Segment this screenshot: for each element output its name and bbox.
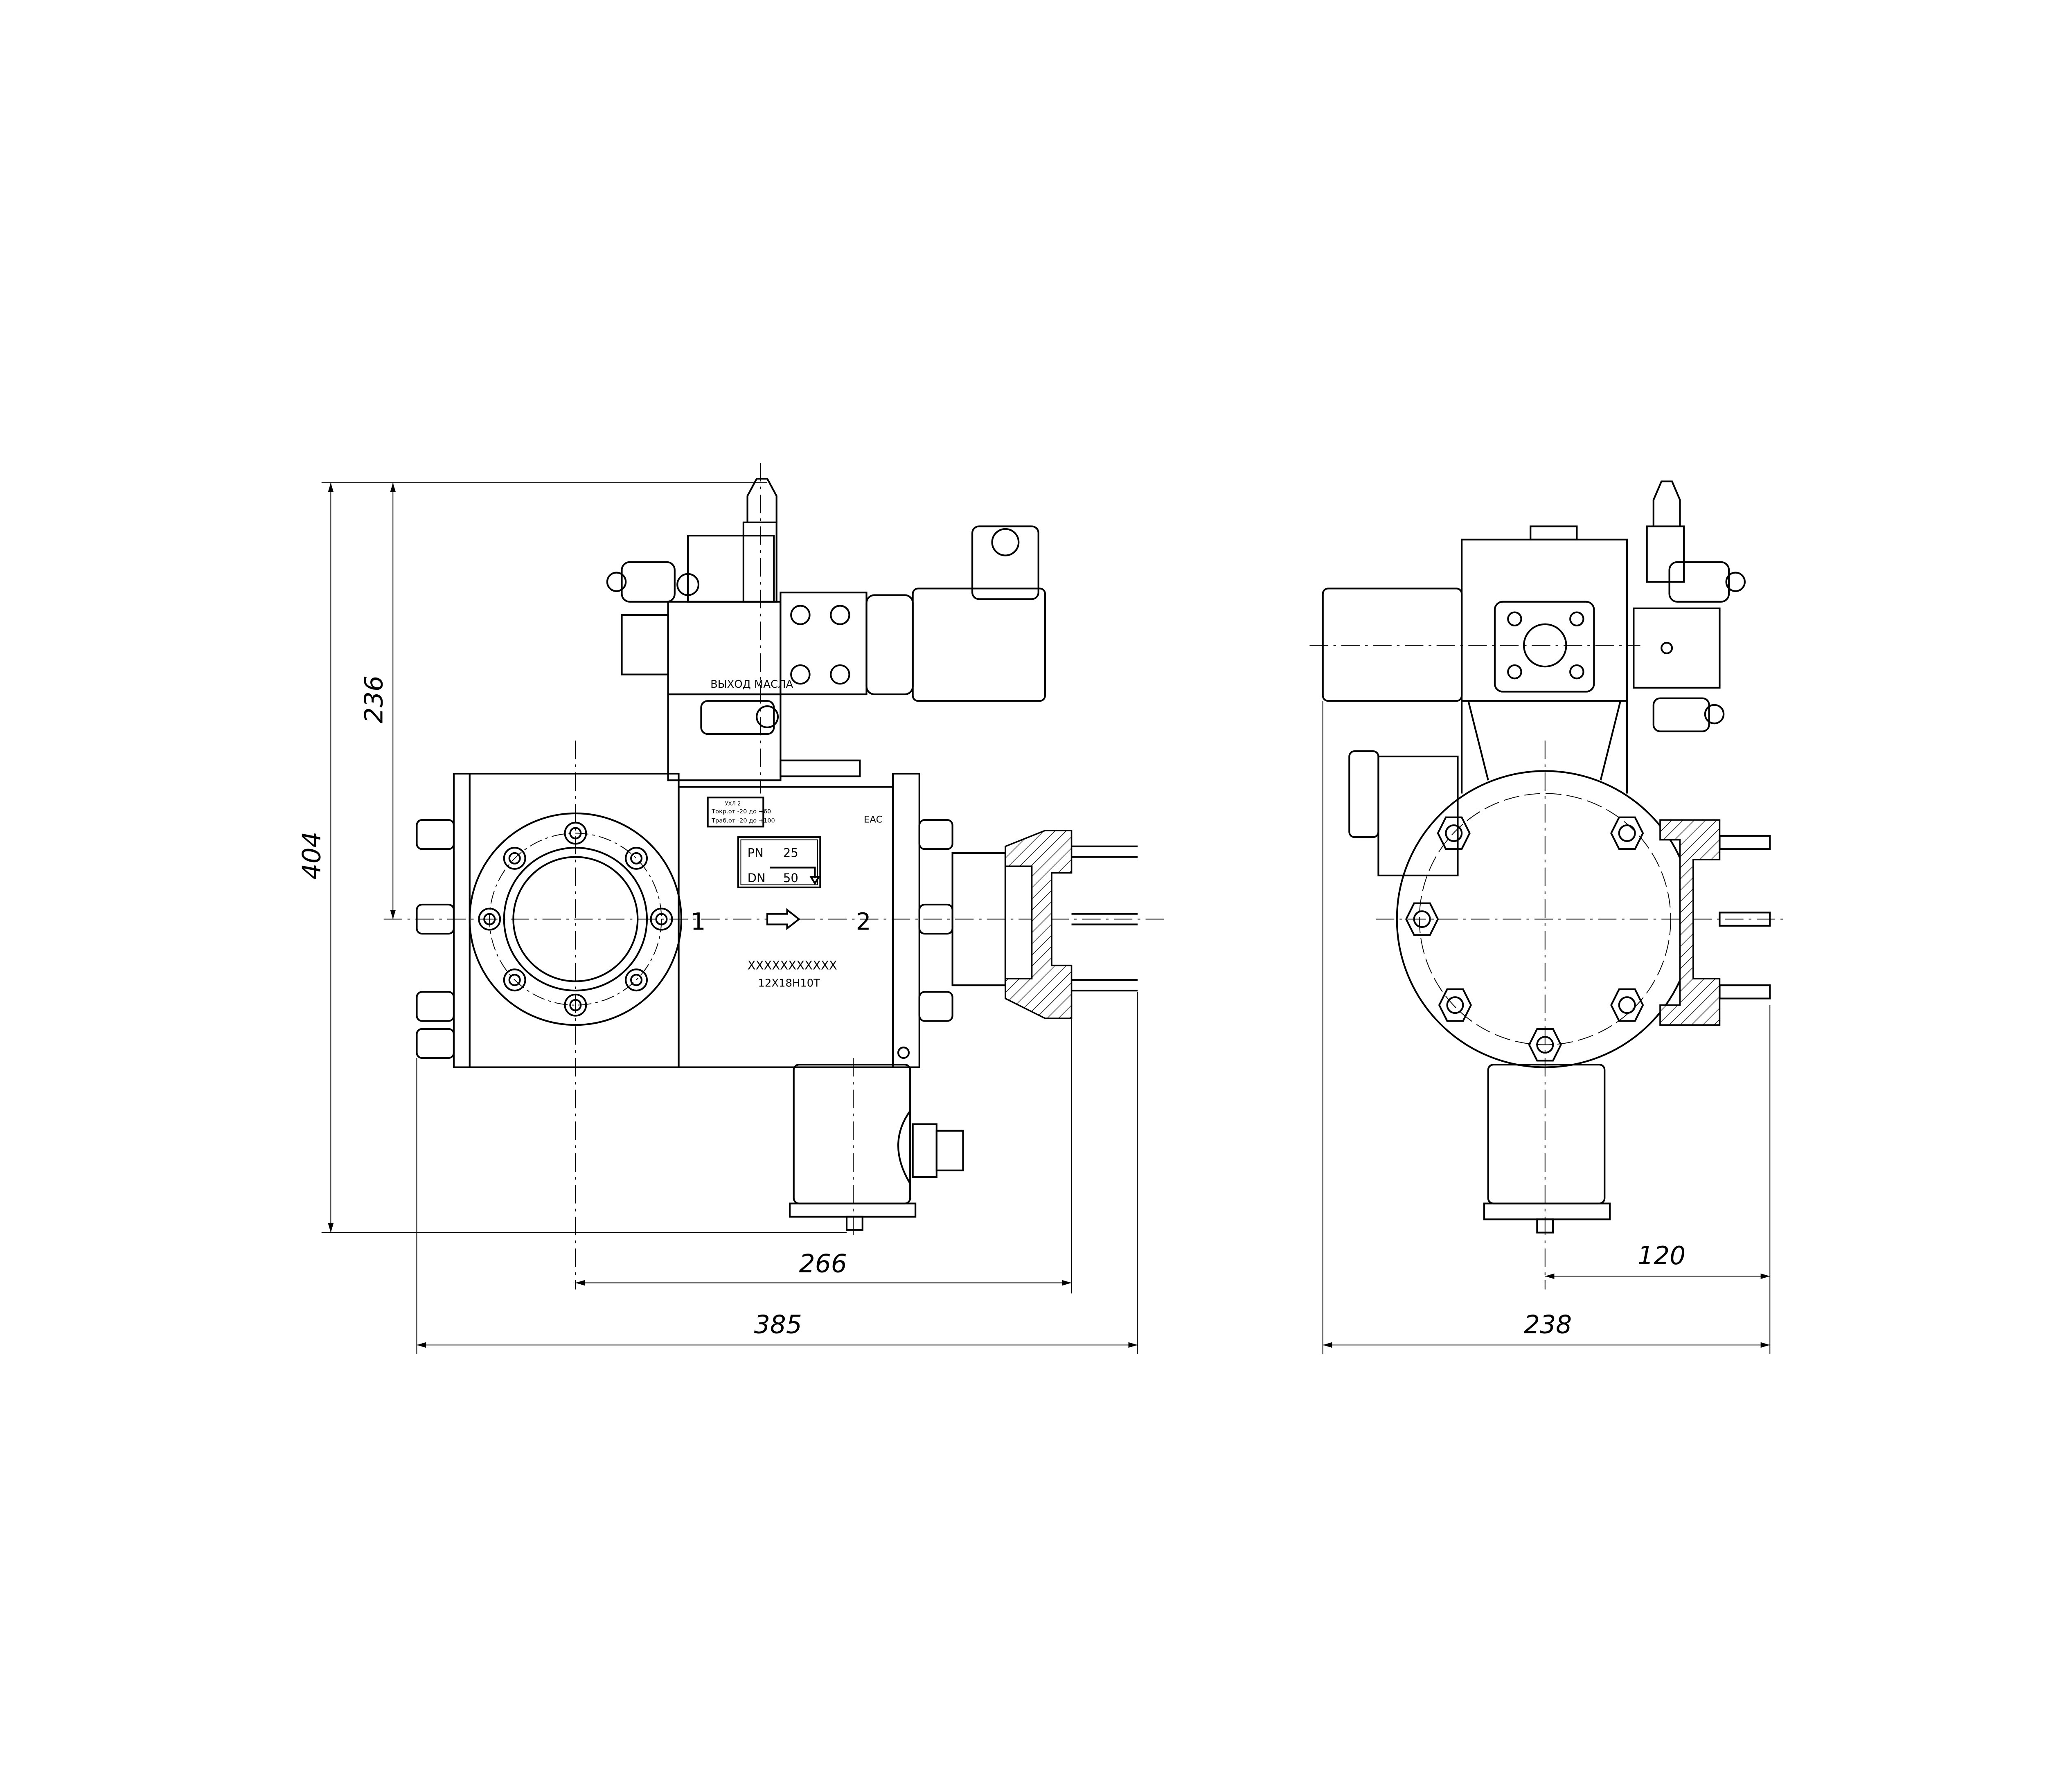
port-1-label: 1 [691,907,706,935]
dim-238: 238 [1524,1310,1572,1339]
side-view: 120 238 [1309,480,1786,1355]
svg-text:УХЛ 2: УХЛ 2 [725,801,741,807]
flange-bolts [478,822,673,1017]
side-dimensions: 120 238 [1322,701,1771,1355]
dim-120: 120 [1638,1241,1685,1270]
pn-value: 25 [783,846,798,860]
side-nuts [416,819,953,1059]
side-bottom-solenoid [1483,1064,1611,1234]
dim-266: 266 [799,1249,847,1279]
pn-label: PN [748,846,764,860]
svg-text:Траб.от -20 до +100: Траб.от -20 до +100 [711,818,775,824]
dim-236: 236 [359,675,388,723]
flow-arrow-icon [766,908,801,930]
dim-385: 385 [754,1310,802,1339]
side-top-assembly [1322,480,1746,876]
cover-bolts [1405,816,1644,1062]
dn-label: DN [748,871,766,885]
pilot-valve-assembly: ВЫХОД МАСЛА [606,478,1046,781]
side-outlet-flange [1659,819,1771,1026]
outlet-flange [951,830,1138,1019]
nameplate: УХЛ 2 Токр.от -20 до +60 Траб.от -20 до … [691,797,883,989]
dn-value: 50 [783,871,798,885]
bottom-solenoid [789,1064,964,1231]
serial-number: XXXXXXXXXXX [748,958,837,972]
front-view: ВЫХОД МАСЛА УХЛ 2 Токр.от -20 до +60 Тра… [297,463,1164,1355]
svg-text:ЕАС: ЕАС [864,815,883,825]
valve-body [453,759,920,1068]
material-grade: 12Х18Н10Т [758,977,820,989]
svg-text:Токр.от -20 до +60: Токр.от -20 до +60 [711,808,771,815]
port-2-label: 2 [856,907,871,935]
dim-404: 404 [297,831,327,879]
oil-outlet-label: ВЫХОД МАСЛА [710,678,793,691]
inlet-flange [469,812,683,1026]
front-dimensions: 404 236 266 385 [297,482,1138,1355]
